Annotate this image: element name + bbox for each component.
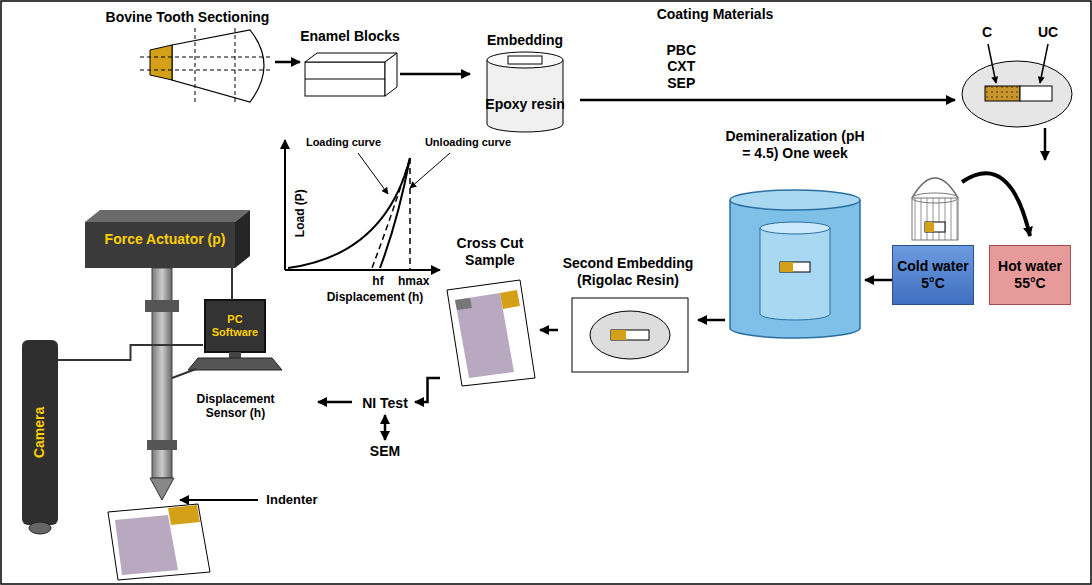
stage-text: Epoxy resin [470, 96, 580, 113]
flow-arrow [865, 279, 892, 282]
flow-arrow [698, 319, 725, 322]
force-actuator: Force Actuator (p) [85, 210, 245, 268]
embedding-stage: EmbeddingEpoxy resin [470, 28, 580, 132]
flow-arrow [400, 73, 470, 76]
stage-title: Bovine Tooth Sectioning [100, 9, 275, 26]
stage-title: Embedding [470, 32, 580, 49]
stage-title: Cold water 5°C [895, 258, 971, 292]
graph-label: hf [368, 274, 388, 288]
stage-title: SEM [370, 443, 400, 460]
graph-label: Unloading curve [418, 136, 518, 149]
cold-water-bath: Cold water 5°C [892, 245, 974, 305]
material-list: PBC CXT SEP [658, 42, 704, 92]
graph-label: Displacement Sensor (h) [188, 392, 283, 421]
coating-sample: C UC [955, 22, 1080, 132]
flow-arrow [540, 329, 558, 332]
stage-title: Demineralization (pH = 4.5) One week [725, 128, 865, 162]
tooth-stage: Bovine Tooth Sectioning [100, 5, 275, 105]
stage-title: PC Software [205, 313, 265, 339]
flow-arrow [580, 99, 955, 102]
stage-title: C [977, 24, 997, 41]
enamel-stage: Enamel Blocks [300, 28, 400, 98]
stage-title: Cross Cut Sample [440, 235, 540, 269]
graph-label: Coating Materials [640, 6, 790, 23]
stage-title: Hot water 55°C [992, 258, 1068, 292]
stage-title: Enamel Blocks [300, 28, 400, 45]
second-embedding-stage: Second Embedding (Rigolac Resin) [558, 255, 698, 375]
graph-label: Displacement (h) [320, 290, 430, 304]
flow-arrow [275, 61, 300, 64]
cable [58, 345, 203, 360]
cross-cut-stage: Cross Cut Sample [440, 235, 540, 385]
stage-title: Camera [32, 407, 49, 458]
stage-title: NI Test [362, 395, 408, 412]
test-step: NI Test [355, 392, 415, 415]
graph-label: Loading curve [296, 136, 391, 149]
stage-text: UC [1033, 24, 1063, 41]
stage-title: Second Embedding (Rigolac Resin) [558, 255, 698, 289]
graph-label: Load (P) [293, 173, 307, 253]
stage-title: Force Actuator (p) [105, 231, 226, 248]
graph-label: Indenter [262, 492, 322, 508]
pc-monitor: PC Software [203, 300, 267, 352]
flow-arrow [384, 415, 387, 440]
cable [231, 268, 233, 300]
flow-arrow [415, 378, 440, 402]
graph-label: hmax [398, 274, 428, 288]
test-step: SEM [360, 440, 410, 463]
camera: Camera [22, 340, 58, 525]
hot-water-bath: Hot water 55°C [989, 245, 1071, 305]
demineralization-stage: Demineralization (pH = 4.5) One week [725, 128, 865, 338]
